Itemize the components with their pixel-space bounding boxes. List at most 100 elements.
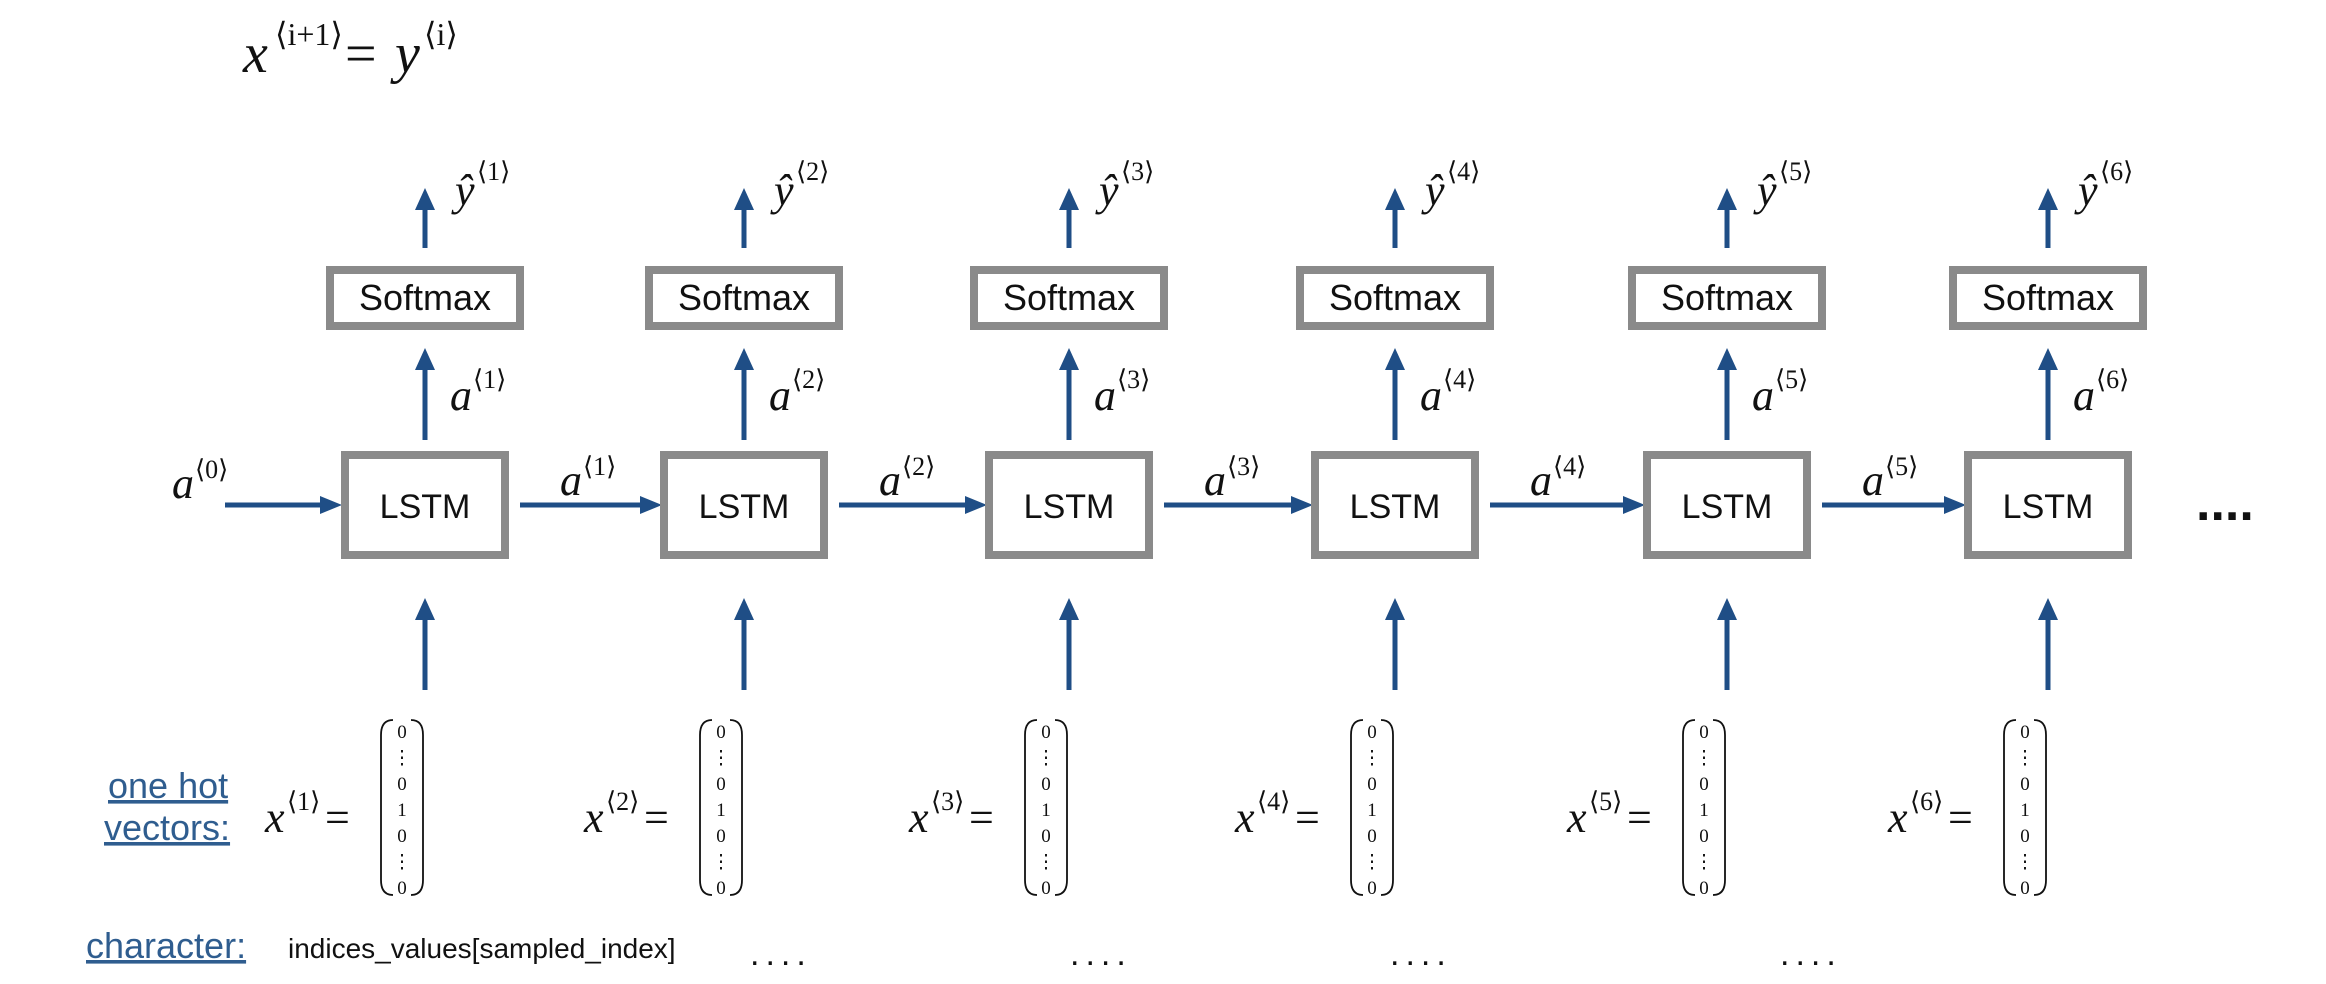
lstm-label: LSTM (2003, 488, 2094, 526)
one-hot-label-line1[interactable]: one hot (108, 765, 228, 806)
vector-left-paren (699, 719, 713, 896)
a-recur-base: a (560, 456, 582, 505)
a-out-base: a (450, 371, 472, 420)
vector-entry: 0 (716, 722, 726, 743)
softmax-label: Softmax (678, 277, 810, 318)
yhat-base: ŷ (1421, 166, 1445, 215)
sampled-character: .... (1780, 935, 1842, 973)
vector-entry: 0 (1041, 878, 1051, 899)
eq-lhs-sup: ⟨i+1⟩ (275, 16, 343, 52)
initial-activation: a ⟨0⟩ (172, 455, 342, 514)
x-equals: = (1295, 793, 1320, 842)
vector-entry: ⋮ (393, 748, 412, 769)
x-equals: = (1627, 793, 1652, 842)
vector-entry: ⋮ (1037, 748, 1056, 769)
cell-5: ŷ⟨5⟩Softmaxa⟨5⟩LSTMa⟨5⟩x⟨5⟩=0⋮010⋮0.... (1566, 157, 1966, 973)
cells-layer: ŷ⟨1⟩Softmaxa⟨1⟩LSTMa⟨1⟩x⟨1⟩=0⋮010⋮0indic… (264, 157, 2147, 973)
a-recur-sup: ⟨4⟩ (1553, 452, 1586, 481)
cell-3: ŷ⟨3⟩Softmaxa⟨3⟩LSTMa⟨3⟩x⟨3⟩=0⋮010⋮0.... (908, 157, 1313, 973)
x-equals: = (969, 793, 994, 842)
lstm-box (1964, 451, 2132, 559)
recurrent-arrow-head (965, 496, 987, 514)
a-out-base: a (769, 371, 791, 420)
vector-entry: ⋮ (1363, 852, 1382, 873)
yhat-base: ŷ (1753, 166, 1777, 215)
lstm-box (1311, 451, 1479, 559)
x-base: x (1234, 793, 1255, 842)
vector-left-paren (1024, 719, 1038, 896)
vector-entry: 0 (2020, 722, 2030, 743)
eq-lhs-base: x (242, 23, 268, 85)
yhat-sup: ⟨2⟩ (796, 157, 829, 186)
a-recur-sup: ⟨1⟩ (583, 452, 616, 481)
input-arrow-head (1059, 598, 1079, 620)
softmax-label: Softmax (1003, 277, 1135, 318)
vector-entry: 0 (716, 878, 726, 899)
x-sup: ⟨3⟩ (931, 787, 964, 816)
input-arrow-head (1717, 598, 1737, 620)
vector-entry: ⋮ (393, 852, 412, 873)
vector-right-paren (1054, 719, 1068, 896)
vector-entry: 0 (716, 826, 726, 847)
sampled-character: .... (1070, 935, 1132, 973)
yhat-base: ŷ (770, 166, 794, 215)
yhat-arrow-head (734, 188, 754, 210)
yhat-base: ŷ (1095, 166, 1119, 215)
vector-entry: ⋮ (712, 748, 731, 769)
vector-entry: 0 (1699, 774, 1709, 795)
softmax-label: Softmax (1661, 277, 1793, 318)
vector-entry: 1 (716, 800, 726, 821)
x-base: x (1887, 793, 1908, 842)
activation-arrow-head (415, 348, 435, 370)
a-out-sup: ⟨3⟩ (1117, 365, 1150, 394)
x-base: x (264, 793, 285, 842)
a-out-sup: ⟨4⟩ (1443, 365, 1476, 394)
vector-entry: 0 (1041, 722, 1051, 743)
a-recur-sup: ⟨3⟩ (1227, 452, 1260, 481)
vector-entry: 0 (397, 878, 407, 899)
softmax-box (326, 266, 524, 330)
softmax-label: Softmax (359, 277, 491, 318)
one-hot-label-line2[interactable]: vectors: (104, 807, 230, 848)
sampled-character: .... (1390, 935, 1452, 973)
x-equals: = (325, 793, 350, 842)
vector-right-paren (2033, 719, 2047, 896)
vector-entry: 1 (397, 800, 407, 821)
lstm-box (341, 451, 509, 559)
character-label[interactable]: character: (86, 925, 246, 966)
vector-left-paren (2003, 719, 2017, 896)
eq-equals: = (345, 23, 377, 85)
x-sup: ⟨1⟩ (287, 787, 320, 816)
x-base: x (583, 793, 604, 842)
a-recur-sup: ⟨2⟩ (902, 452, 935, 481)
a-out-sup: ⟨5⟩ (1775, 365, 1808, 394)
a-out-base: a (1752, 371, 1774, 420)
recurrent-arrow-head (1291, 496, 1313, 514)
yhat-arrow-head (1717, 188, 1737, 210)
softmax-label: Softmax (1329, 277, 1461, 318)
vector-entry: 0 (2020, 878, 2030, 899)
vector-left-paren (1350, 719, 1364, 896)
sampled-character: .... (750, 935, 812, 973)
eq-rhs-sup: ⟨i⟩ (424, 16, 458, 52)
lstm-box (1643, 451, 1811, 559)
softmax-label: Softmax (1982, 277, 2114, 318)
a-out-base: a (1094, 371, 1116, 420)
vector-entry: ⋮ (1037, 852, 1056, 873)
vector-entry: ⋮ (2016, 748, 2035, 769)
a-out-sup: ⟨2⟩ (792, 365, 825, 394)
input-arrow-head (415, 598, 435, 620)
vector-entry: 0 (1367, 878, 1377, 899)
vector-entry: 1 (1367, 800, 1377, 821)
input-arrow-head (2038, 598, 2058, 620)
lstm-label: LSTM (1350, 488, 1441, 526)
yhat-arrow-head (2038, 188, 2058, 210)
a-out-sup: ⟨1⟩ (473, 365, 506, 394)
vector-entry: 0 (1367, 826, 1377, 847)
vector-entry: 0 (2020, 826, 2030, 847)
vector-right-paren (410, 719, 424, 896)
vector-entry: 0 (1367, 722, 1377, 743)
sampled-character: indices_values[sampled_index] (288, 933, 676, 964)
